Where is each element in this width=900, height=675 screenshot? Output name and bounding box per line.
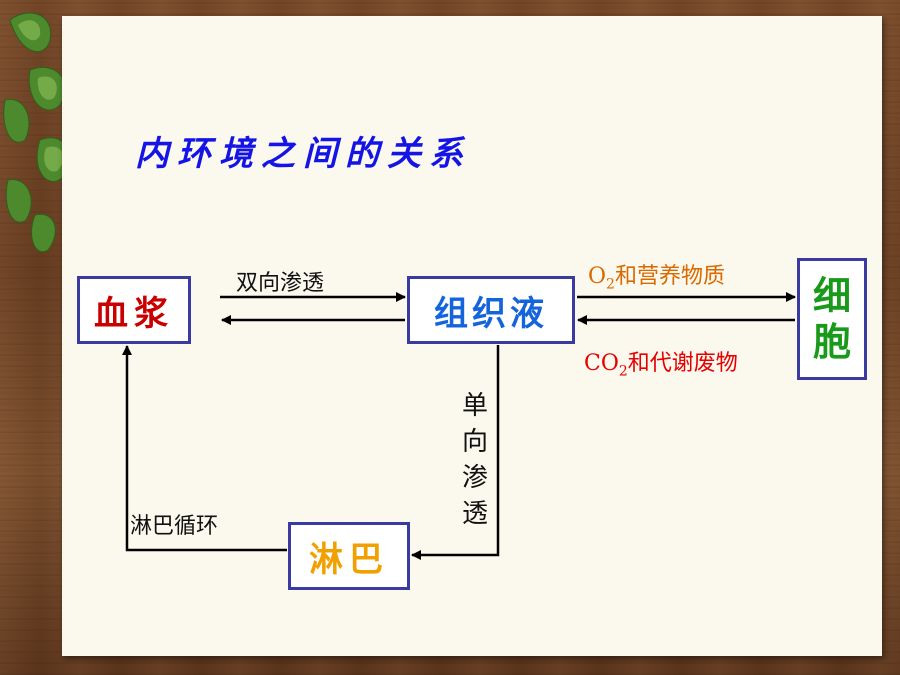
unidirectional-char: 向 (461, 427, 488, 457)
unidirectional-osmosis-label: 单 向 渗 透 (460, 388, 490, 532)
cell-label-bottom: 胞 (812, 320, 851, 364)
co2-subscript: 2 (618, 363, 628, 380)
oxygen-nutrients-label: O2和营养物质 (588, 258, 725, 292)
waste-text: 和代谢废物 (627, 351, 738, 376)
lymph-circulation-label: 淋巴循环 (130, 514, 219, 539)
oxygen-subscript: 2 (606, 276, 615, 293)
plasma-node: 血浆 (77, 276, 191, 344)
cell-node: 细 胞 (797, 258, 867, 380)
ivy-leaves-icon (3, 12, 71, 253)
lymph-label: 淋巴 (309, 539, 389, 580)
co2-prefix: CO (584, 351, 619, 376)
arrow-lymph-to-plasma (122, 345, 287, 552)
tissue-fluid-node: 组织液 (407, 276, 575, 344)
plasma-label: 血浆 (94, 293, 174, 334)
tissue-fluid-label: 组织液 (434, 293, 548, 334)
slide-title: 内环境之间的关系 (135, 134, 471, 174)
unidirectional-char: 单 (461, 391, 488, 421)
oxygen-prefix: O (588, 264, 607, 289)
cell-label-top: 细 (812, 274, 851, 318)
unidirectional-char: 透 (461, 499, 488, 529)
nutrients-text: 和营养物质 (614, 264, 725, 289)
arrow-tissue-to-lymph (411, 345, 500, 560)
unidirectional-char: 渗 (461, 463, 488, 493)
lymph-node: 淋巴 (288, 522, 410, 590)
co2-waste-label: CO2和代谢废物 (584, 345, 738, 379)
bidirectional-osmosis-label: 双向渗透 (236, 271, 325, 296)
